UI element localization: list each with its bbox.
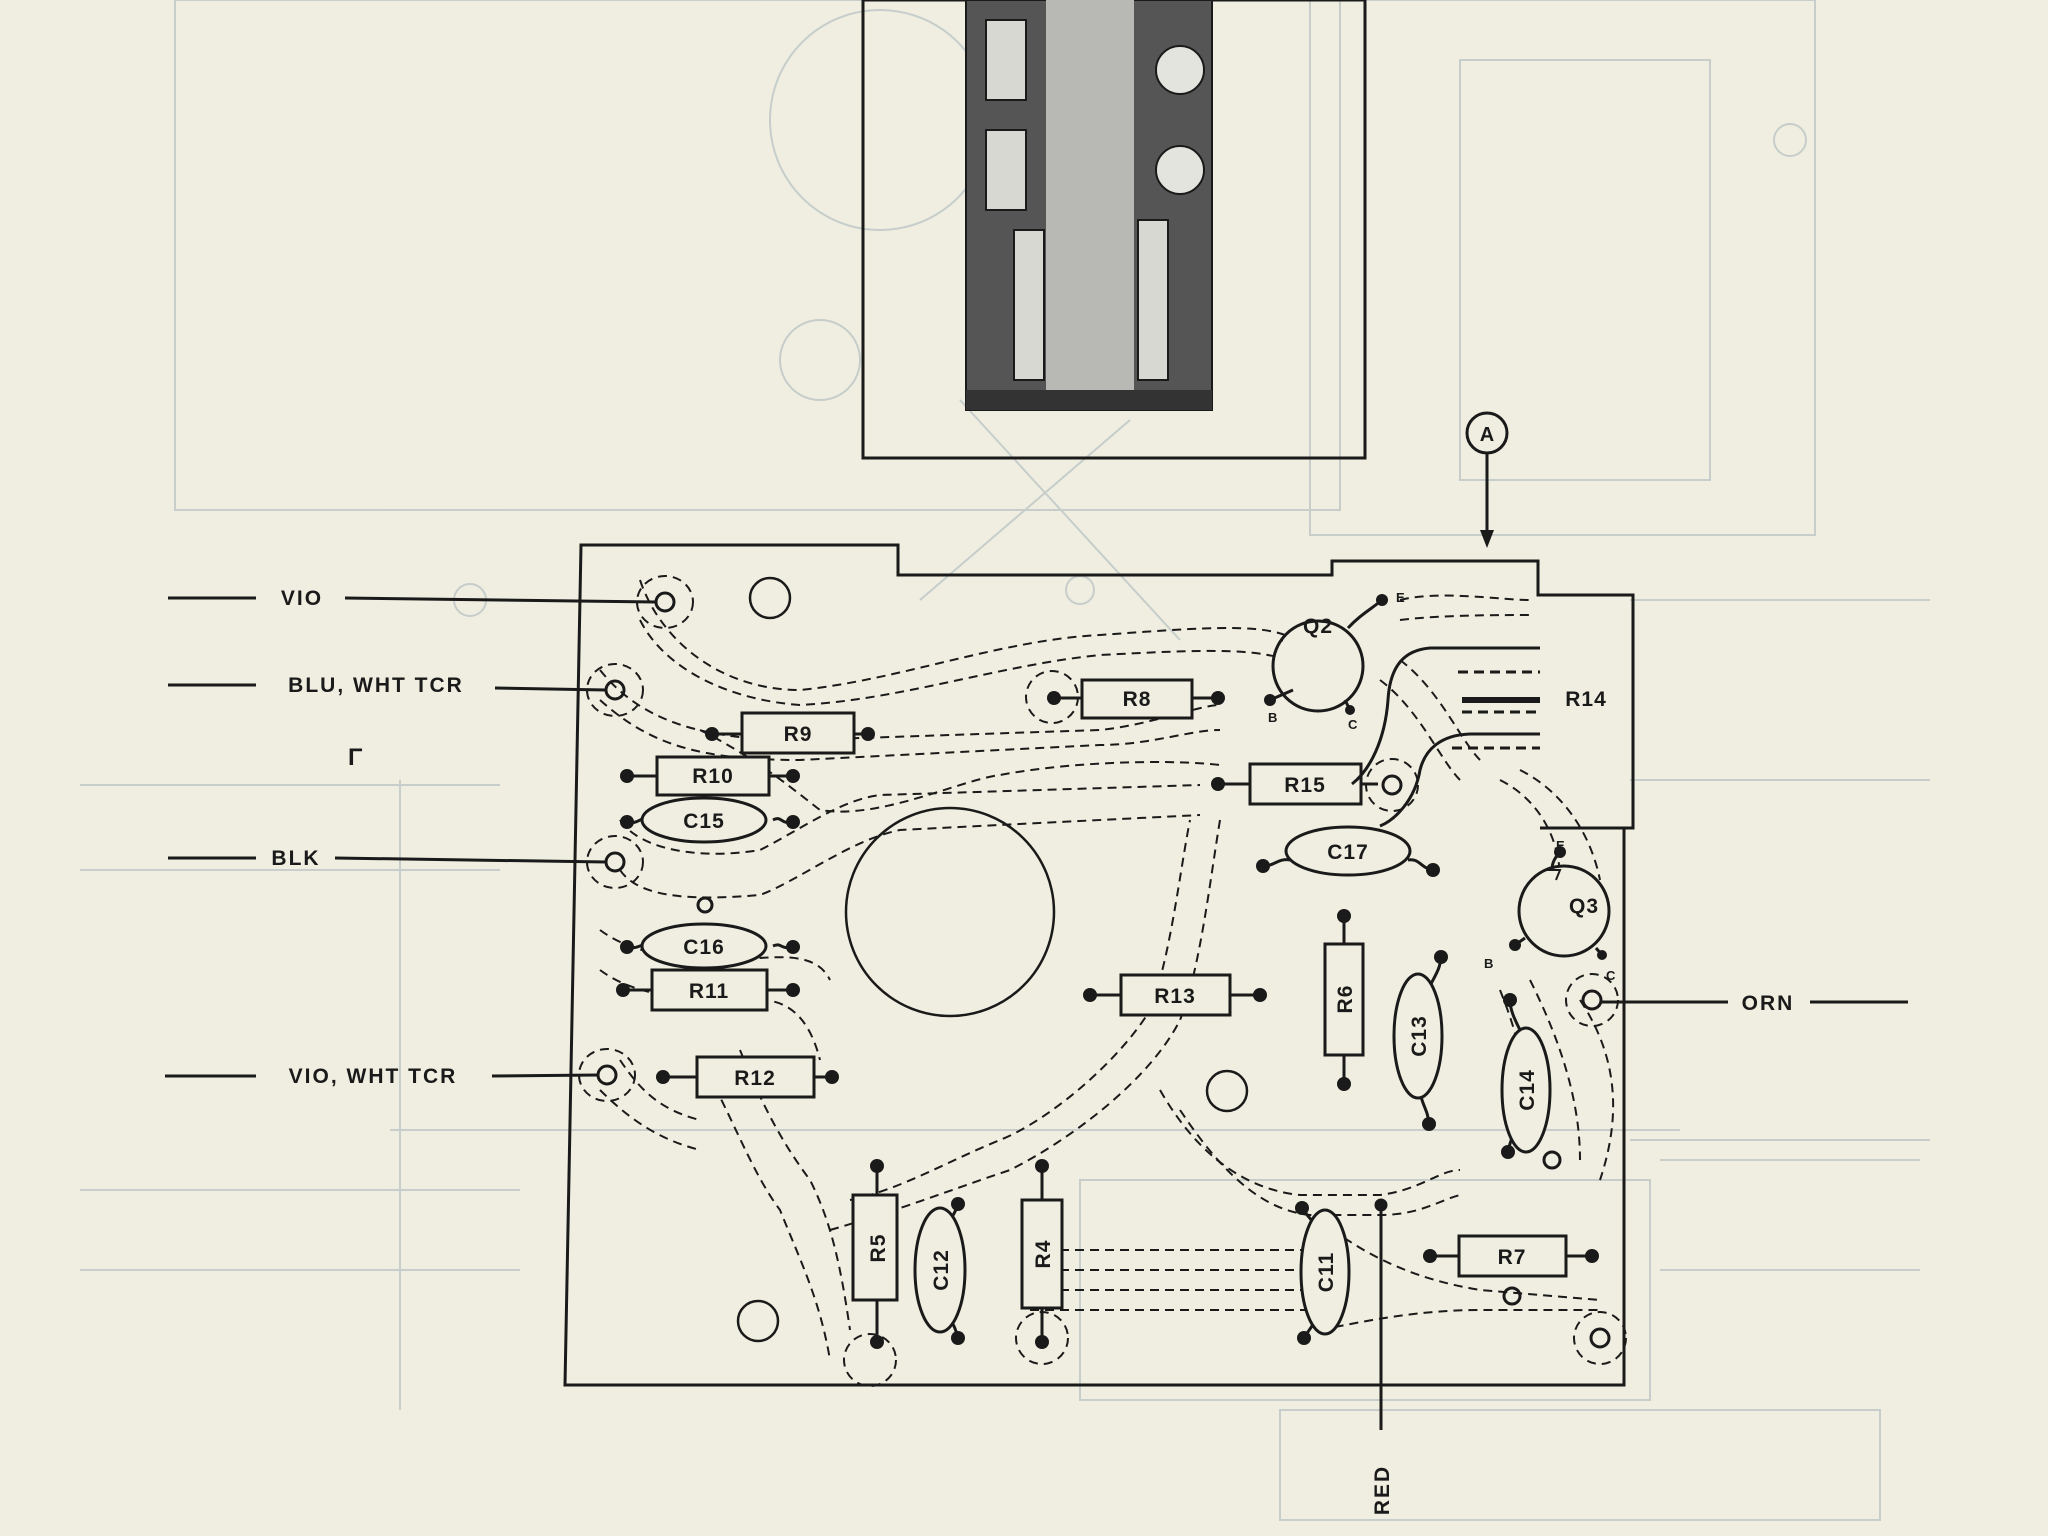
label-r8: R8 (1123, 688, 1152, 711)
label-c12: C12 (930, 1249, 953, 1291)
label-r6: R6 (1334, 985, 1357, 1014)
top-assembly-drawing (861, 0, 1367, 460)
wire-label-vio-wht-tcr: VIO, WHT TCR (289, 1065, 458, 1088)
capacitor-c13 (1392, 972, 1444, 1100)
resistor-r6 (1323, 942, 1365, 1057)
capacitor-c14 (1500, 1026, 1552, 1154)
resistor-r11 (650, 968, 769, 1012)
label-c13: C13 (1408, 1015, 1431, 1057)
wire-label-blu-wht-tcr: BLU, WHT TCR (288, 674, 464, 697)
q2-pin-e: E (1396, 590, 1405, 605)
label-r9: R9 (784, 723, 813, 746)
show-through-ghost (80, 0, 1930, 1521)
q2-pin-c: C (1348, 717, 1358, 732)
q3-pin-e: E (1556, 838, 1565, 853)
q3-pin-b: B (1484, 956, 1493, 971)
label-r12: R12 (734, 1067, 776, 1090)
label-r5: R5 (867, 1234, 890, 1263)
resistor-r14-block (1351, 593, 1635, 830)
capacitor-c17 (1284, 825, 1412, 877)
resistor-r8 (1080, 678, 1194, 720)
label-r15: R15 (1284, 774, 1326, 797)
transistor-q3 (1517, 864, 1611, 958)
wire-label-vio: VIO (281, 587, 323, 610)
label-r7: R7 (1498, 1246, 1527, 1269)
label-c11: C11 (1315, 1252, 1338, 1292)
stray-mark: Γ (348, 744, 363, 771)
pin-labels: E B C E B C (1268, 590, 1616, 983)
resistors (623, 678, 1592, 1342)
wire-label-blk: BLK (271, 847, 320, 870)
capacitor-c11 (1299, 1208, 1351, 1336)
transistor-q2 (1271, 619, 1365, 713)
resistor-r15 (1248, 762, 1363, 806)
label-r10: R10 (692, 765, 734, 788)
label-c17: C17 (1327, 841, 1369, 864)
wire-label-red: RED (1371, 1465, 1394, 1515)
label-r4: R4 (1032, 1240, 1055, 1269)
capacitor-c16 (640, 922, 768, 970)
resistor-r7 (1457, 1234, 1568, 1278)
wire-labels: VIO BLU, WHT TCR BLK VIO, WHT TCR ORN RE… (271, 587, 1795, 1515)
label-q3: Q3 (1569, 895, 1599, 918)
transistors (1269, 598, 1611, 958)
resistor-r10 (655, 755, 771, 797)
wire-leads (165, 596, 1908, 1430)
wire-label-orn: ORN (1742, 992, 1795, 1015)
label-r13: R13 (1154, 985, 1196, 1008)
q3-pin-c: C (1606, 968, 1616, 983)
resistor-r5 (851, 1193, 899, 1302)
label-q2: Q2 (1303, 615, 1333, 638)
circuit-traces (578, 575, 1627, 1387)
mounting-holes (736, 576, 1249, 1343)
label-c16: C16 (683, 936, 725, 959)
label-r14: R14 (1565, 688, 1607, 711)
component-pads (616, 594, 1607, 1349)
view-marker-a: A (1465, 411, 1509, 548)
resistor-r4 (1020, 1198, 1064, 1310)
label-c14: C14 (1516, 1069, 1539, 1111)
capacitor-c15 (640, 796, 768, 844)
label-c15: C15 (683, 810, 725, 833)
view-marker-label: A (1480, 424, 1494, 446)
resistor-r13 (1119, 973, 1232, 1017)
label-r11: R11 (689, 980, 729, 1003)
component-labels: R9 R10 C15 C16 R11 R12 R8 R15 C17 R13 R7… (683, 615, 1607, 1292)
q2-pin-b: B (1268, 710, 1277, 725)
resistor-r12 (695, 1055, 816, 1099)
resistor-r9 (740, 711, 856, 755)
capacitor-c12 (913, 1206, 967, 1334)
